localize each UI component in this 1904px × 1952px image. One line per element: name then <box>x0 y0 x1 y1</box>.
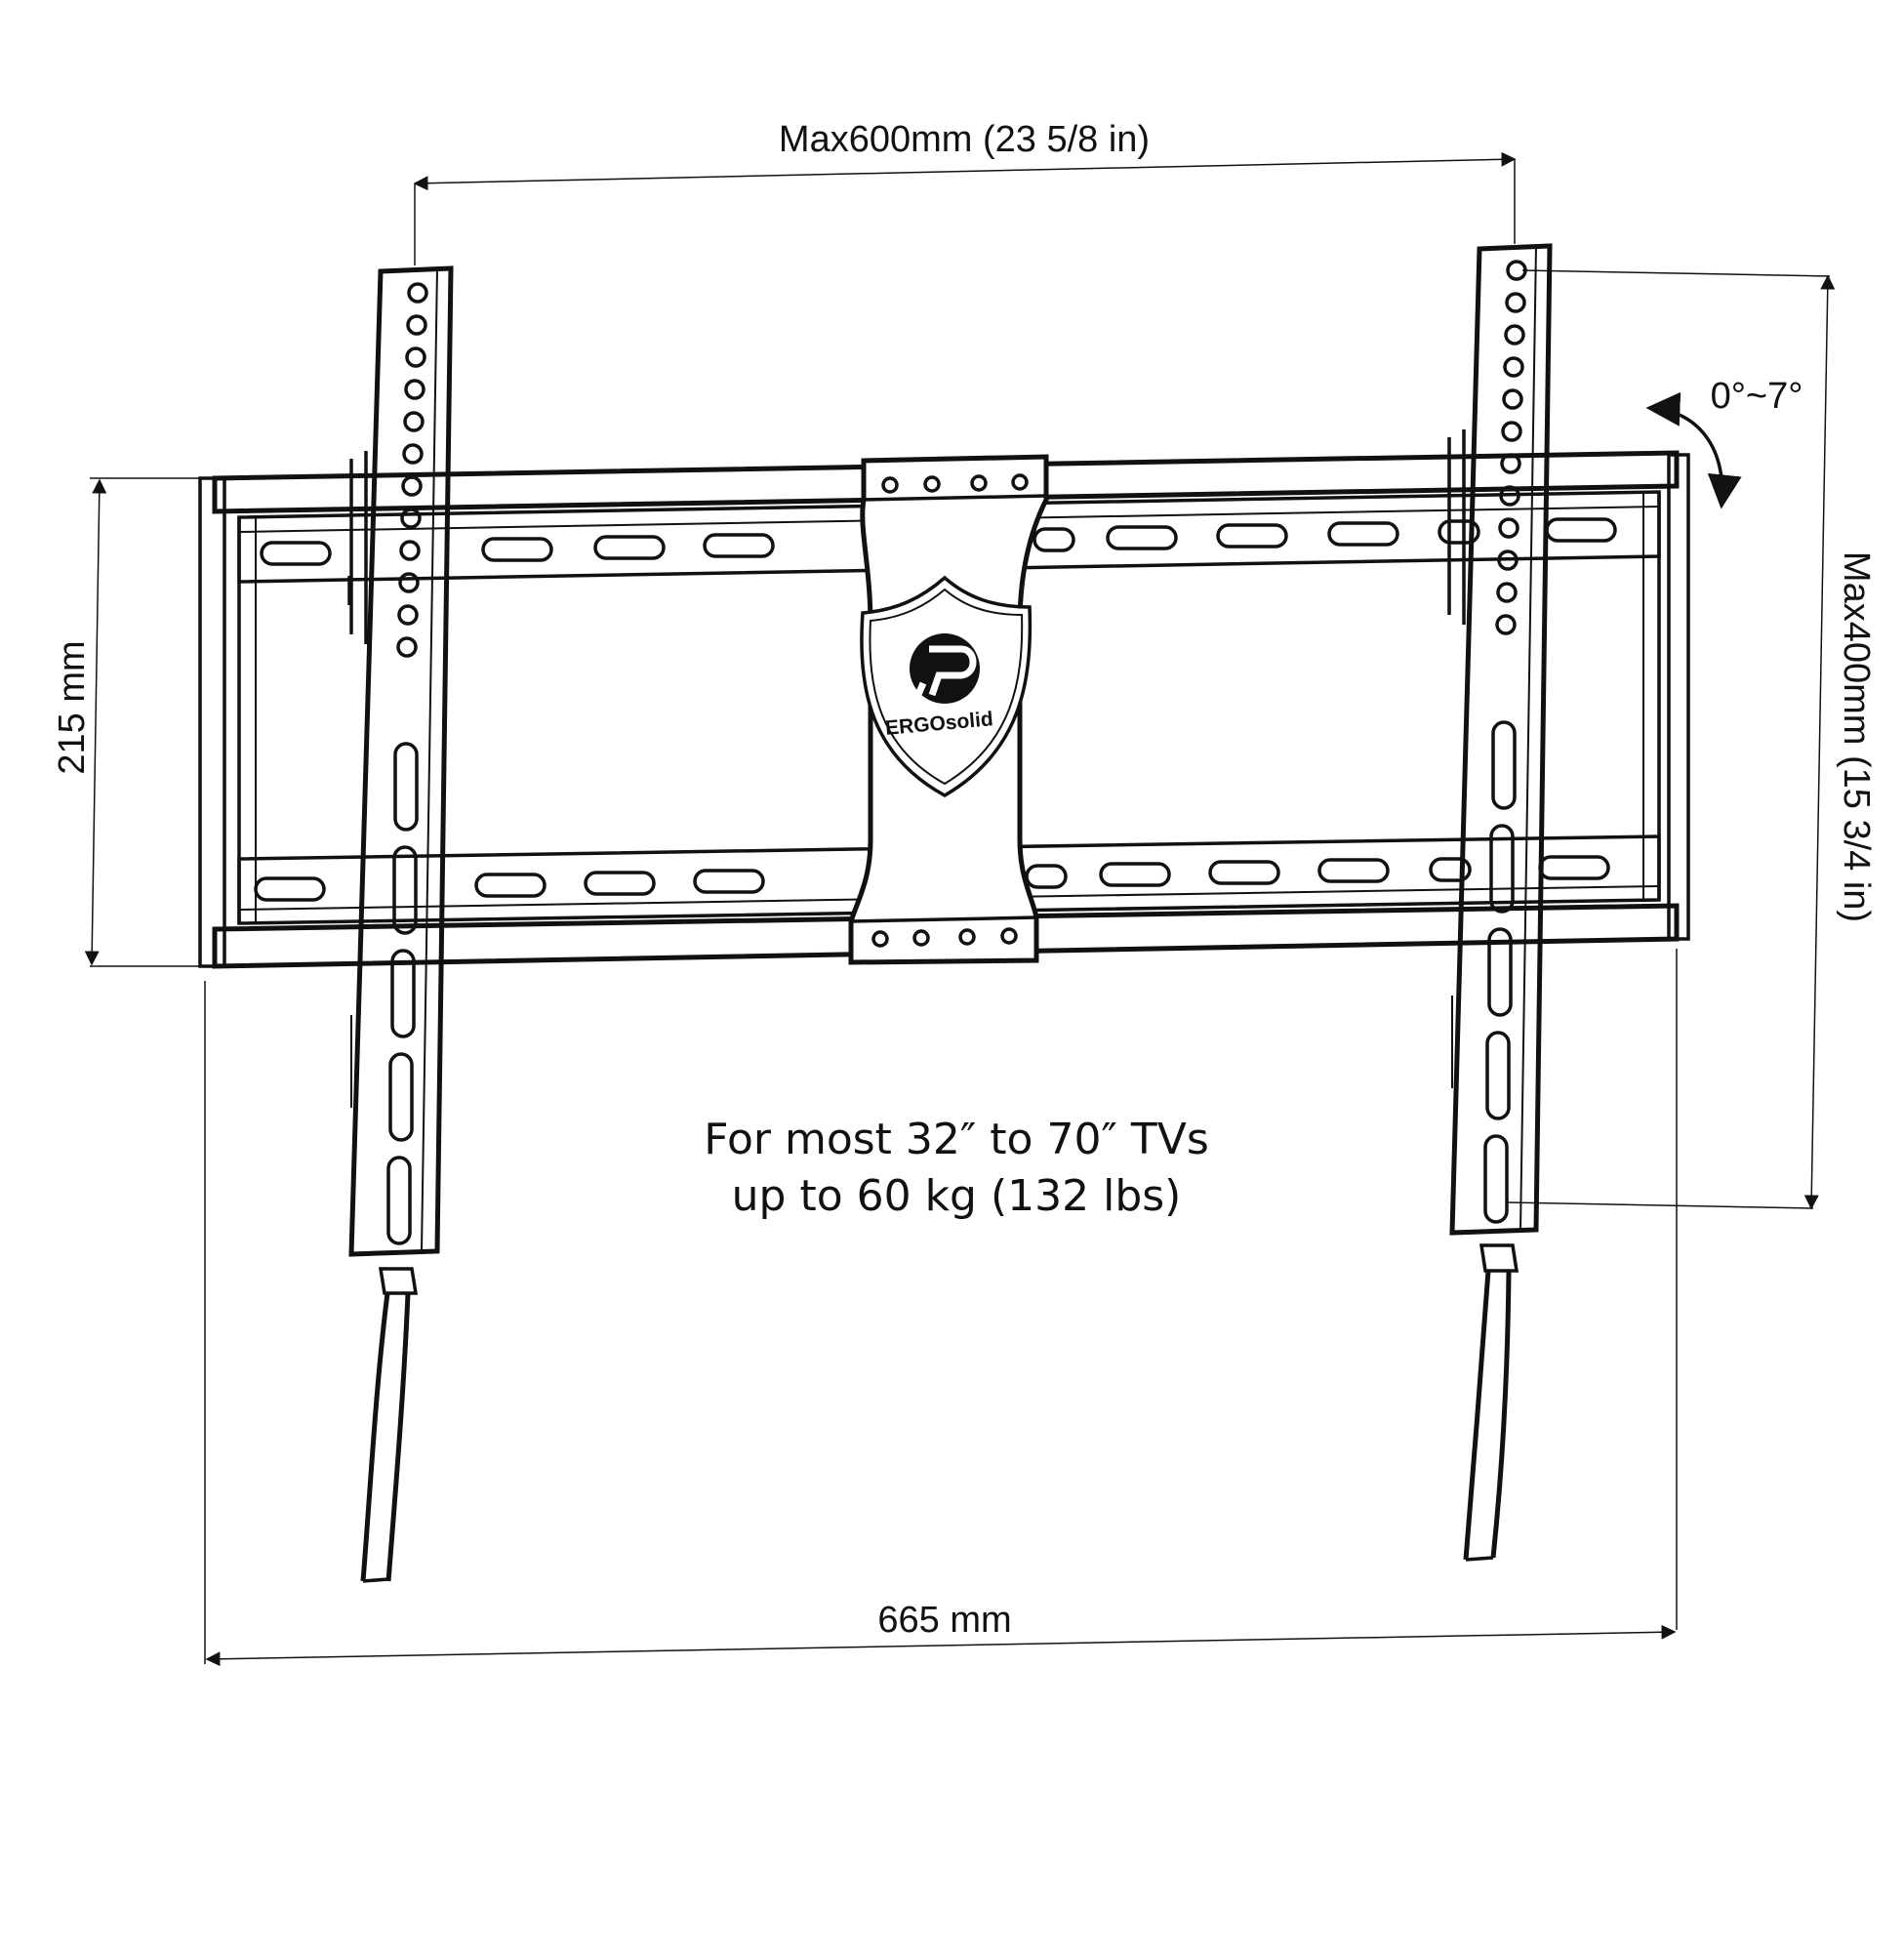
dim-top-width: Max600mm (23 5/8 in) <box>413 119 1517 265</box>
dim-bottom-width: 665 mm <box>204 949 1678 1667</box>
left-arm-holes <box>396 282 428 658</box>
tilt-label: 0°~7° <box>1711 376 1803 417</box>
upper-rail-slots <box>260 517 1617 566</box>
dim-left-height: 215 mm <box>52 477 205 967</box>
right-release-cord <box>1463 1243 1519 1562</box>
right-arm-slots <box>1483 720 1517 1224</box>
lower-rail-slots <box>254 855 1610 902</box>
tilt-indicator: 0°~7° <box>1645 376 1803 509</box>
left-release-cord <box>360 1267 419 1583</box>
right-arm-holes <box>1495 260 1527 635</box>
bottom-width-label: 665 mm <box>877 1600 1011 1641</box>
left-arm <box>347 265 454 1257</box>
dim-right-height: Max400mm (15 3/4 in) <box>1507 269 1877 1210</box>
left-height-label: 215 mm <box>52 640 93 774</box>
top-width-label: Max600mm (23 5/8 in) <box>779 119 1150 160</box>
left-arm-slots <box>386 742 419 1245</box>
capacity-note: For most 32″ to 70″ TVs up to 60 kg (132… <box>704 1115 1209 1221</box>
note-line-1: For most 32″ to 70″ TVs <box>704 1115 1209 1164</box>
right-arm <box>1447 243 1553 1236</box>
note-line-2: up to 60 kg (132 lbs) <box>732 1171 1182 1221</box>
right-height-label: Max400mm (15 3/4 in) <box>1836 551 1877 922</box>
shield-logo: ERGOsolid <box>860 575 1033 798</box>
